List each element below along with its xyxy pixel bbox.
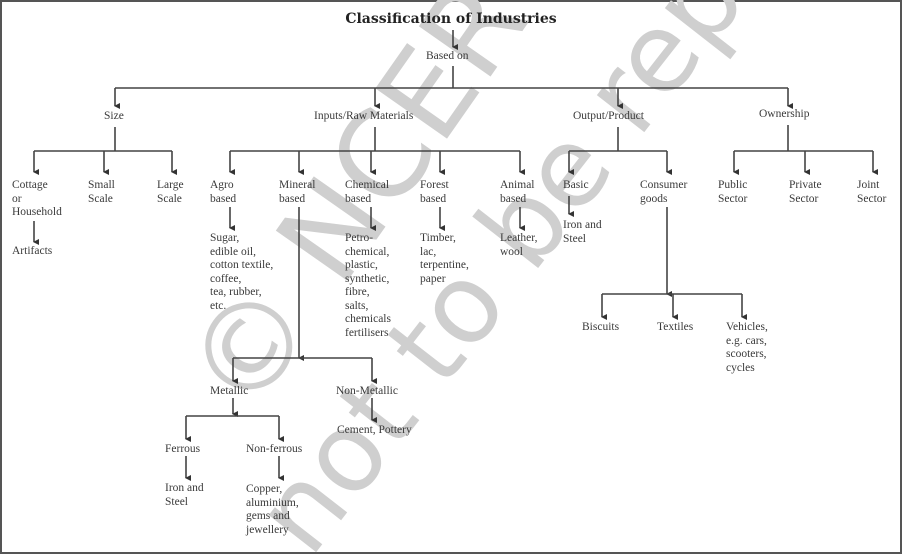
example-vehicles: Vehicles, e.g. cars, scooters, cycles [726,321,768,374]
example-textiles: Textiles [657,321,694,333]
node-size: Size [104,110,124,122]
node-joint-sector: Joint Sector [857,179,887,205]
node-cottage: Cottage or Household [12,179,62,218]
diagram-title: Classification of Industries [345,11,557,27]
example-forest: Timber, lac, terpentine, paper [420,232,469,285]
node-metallic: Metallic [210,385,249,397]
example-ferrous: Iron and Steel [165,482,204,508]
node-non-ferrous: Non-ferrous [246,443,303,455]
node-consumer-goods: Consumer goods [640,179,688,205]
node-basic: Basic [563,179,589,191]
example-biscuits: Biscuits [582,321,620,333]
node-forest-based: Forest based [420,179,449,205]
node-mineral-based: Mineral based [279,179,316,205]
node-small-scale: Small Scale [88,179,115,205]
node-based-on: Based on [426,50,469,62]
example-non-ferrous: Copper, aluminium, gems and jewellery [246,483,299,536]
node-ownership: Ownership [759,108,810,120]
example-basic: Iron and Steel [563,219,602,245]
node-output: Output/Product [573,110,644,122]
node-inputs: Inputs/Raw Materials [314,110,414,122]
node-agro-based: Agro based [210,179,237,205]
example-artifacts: Artifacts [12,245,53,257]
node-non-metallic: Non-Metallic [336,385,398,397]
node-animal-based: Animal based [500,179,535,205]
node-large-scale: Large Scale [157,179,184,205]
node-ferrous: Ferrous [165,443,201,455]
node-private-sector: Private Sector [789,179,822,205]
example-animal: Leather, wool [500,232,538,258]
node-chemical-based: Chemical based [345,179,390,205]
node-public-sector: Public Sector [718,179,748,205]
example-chemical: Petro- chemical, plastic, synthetic, fib… [345,232,391,339]
example-non-metallic: Cement, Pottery [337,424,412,436]
example-agro: Sugar, edible oil, cotton textile, coffe… [210,232,274,312]
